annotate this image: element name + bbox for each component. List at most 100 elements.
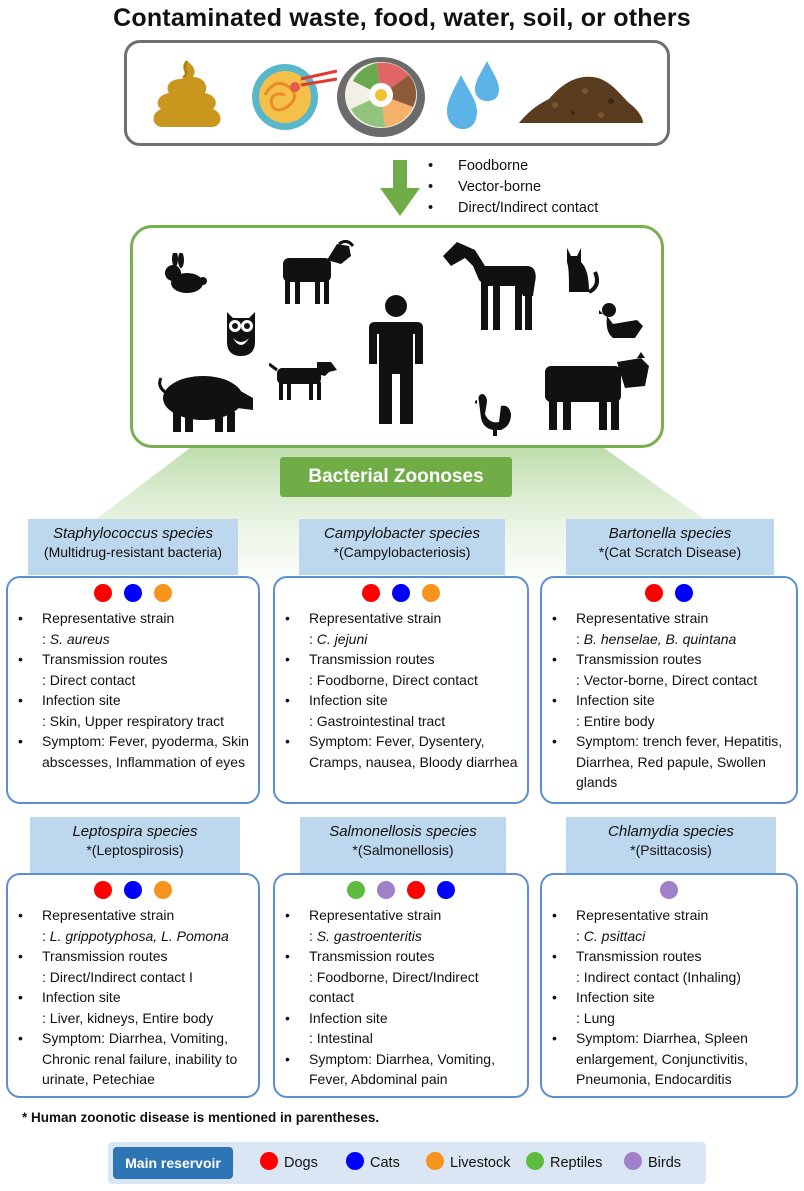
detail-label: Symptom: trench fever, Hepatitis, Diarrh… <box>576 733 783 790</box>
species-name: Staphylococcus species <box>52 525 214 542</box>
species-name: Salmonellosis species <box>329 823 477 840</box>
pathogen-card: Representative strain: L. grippotyphosa,… <box>6 873 260 1098</box>
detail-label: Symptom: Diarrhea, Spleen enlargement, C… <box>576 1030 748 1087</box>
detail-value: : Foodborne, Direct contact <box>309 671 478 688</box>
legend-label: Livestock <box>450 1155 511 1171</box>
reservoir-dots <box>275 881 527 901</box>
detail-value: : Skin, Upper respiratory tract <box>42 712 225 729</box>
reservoir-dots <box>275 584 527 604</box>
pig-icon <box>158 376 253 432</box>
cats-dot-icon <box>392 584 410 602</box>
reservoir-dots <box>542 584 796 604</box>
birds-dot-icon <box>624 1152 642 1171</box>
pathogen-card: Representative strain: C. psittaciTransm… <box>540 873 798 1098</box>
disease-subtitle: *(Psittacosis) <box>630 842 712 858</box>
detail-label: Transmission routes <box>576 948 702 964</box>
livestock-dot-icon <box>154 584 172 602</box>
noodle-bowl-icon <box>252 64 338 130</box>
detail-value: : Intestinal <box>309 1030 373 1046</box>
reptiles-dot-icon <box>526 1152 544 1171</box>
card-details: Representative strain: S. aureusTransmis… <box>14 608 254 772</box>
legend-label: Dogs <box>284 1155 318 1171</box>
strain-name: B. henselae, B. quintana <box>583 630 737 647</box>
detail-label: Transmission routes <box>309 651 435 667</box>
detail-label: Infection site <box>42 692 121 708</box>
bacterial-zoonoses-label: Bacterial Zoonoses <box>280 457 512 497</box>
detail-label: Transmission routes <box>42 948 168 964</box>
detail-label: Transmission routes <box>576 651 702 667</box>
reptiles-dot-icon <box>347 881 365 899</box>
detail-prefix: : <box>576 630 584 647</box>
human-icon <box>369 295 423 424</box>
footnote: * Human zoonotic disease is mentioned in… <box>22 1110 380 1125</box>
down-arrow-icon <box>380 160 420 216</box>
detail-item: Transmission routes: Direct/Indirect con… <box>14 946 254 987</box>
detail-label: Transmission routes <box>42 651 168 667</box>
detail-value: : C. jejuni <box>309 629 523 650</box>
card-details: Representative strain: L. grippotyphosa,… <box>14 905 254 1090</box>
host-animals-box <box>130 225 664 448</box>
contamination-sources-box <box>124 40 670 146</box>
legend-title: Main reservoir <box>113 1147 233 1179</box>
detail-item: Transmission routes: Indirect contact (I… <box>548 946 792 987</box>
detail-label: Symptom: Fever, pyoderma, Skin abscesses… <box>42 733 249 770</box>
dogs-dot-icon <box>260 1152 278 1171</box>
detail-item: Symptom: Fever, Dysentery, Cramps, nause… <box>281 731 523 772</box>
legend-item-dogs: Dogs <box>260 1152 318 1174</box>
detail-label: Symptom: Diarrhea, Vomiting, Fever, Abdo… <box>309 1050 495 1088</box>
detail-label: Representative strain <box>42 907 175 923</box>
card-details: Representative strain: B. henselae, B. q… <box>548 608 792 793</box>
card-details: Representative strain: C. jejuniTransmis… <box>281 608 523 772</box>
dogs-dot-icon <box>94 584 112 602</box>
cats-dot-icon <box>437 881 455 899</box>
rabbit-icon <box>165 253 207 293</box>
dogs-dot-icon <box>94 881 112 899</box>
route-item: Foodborne <box>428 156 598 177</box>
soil-pile-icon <box>519 76 643 123</box>
detail-prefix: : <box>309 927 317 944</box>
detail-item: Representative strain: S. aureus <box>14 608 254 649</box>
legend-label: Reptiles <box>550 1155 603 1171</box>
transmission-routes-list: Foodborne Vector-borne Direct/Indirect c… <box>428 156 598 219</box>
pathogen-card: Representative strain: C. jejuniTransmis… <box>273 576 529 804</box>
duck-icon <box>599 303 643 338</box>
detail-label: Representative strain <box>309 907 442 923</box>
card-header: Campylobacter species*(Campylobacteriosi… <box>299 519 505 575</box>
strain-name: S. aureus <box>49 630 110 647</box>
legend-item-reptiles: Reptiles <box>526 1152 602 1174</box>
detail-item: Symptom: Diarrhea, Vomiting, Chronic ren… <box>14 1028 254 1090</box>
detail-item: Transmission routes: Vector-borne, Direc… <box>548 649 792 690</box>
disease-subtitle: *(Leptospirosis) <box>86 842 184 858</box>
detail-item: Infection site: Entire body <box>548 690 792 731</box>
livestock-dot-icon <box>154 881 172 899</box>
detail-label: Infection site <box>42 989 121 1005</box>
detail-label: Infection site <box>309 692 388 708</box>
detail-value: : S. gastroenteritis <box>309 926 523 947</box>
livestock-dot-icon <box>426 1152 444 1171</box>
detail-prefix: : <box>42 630 50 647</box>
bibimbap-icon <box>337 57 425 137</box>
detail-item: Infection site: Lung <box>548 987 792 1028</box>
detail-label: Symptom: Diarrhea, Vomiting, Chronic ren… <box>42 1030 238 1087</box>
detail-item: Symptom: trench fever, Hepatitis, Diarrh… <box>548 731 792 793</box>
detail-prefix: : <box>42 927 50 944</box>
page-title: Contaminated waste, food, water, soil, o… <box>113 4 691 32</box>
card-header: Chlamydia species*(Psittacosis) <box>566 817 776 873</box>
detail-value: : Liver, kidneys, Entire body <box>42 1009 214 1026</box>
pathogen-card: Representative strain: B. henselae, B. q… <box>540 576 798 804</box>
cow-icon <box>545 352 649 430</box>
card-header: Leptospira species*(Leptospirosis) <box>30 817 240 873</box>
detail-label: Transmission routes <box>309 948 435 964</box>
goat-icon <box>283 240 355 304</box>
detail-value: : B. henselae, B. quintana <box>576 629 792 650</box>
disease-subtitle: *(Salmonellosis) <box>352 842 454 858</box>
detail-prefix: : <box>309 630 317 647</box>
detail-item: Symptom: Diarrhea, Vomiting, Fever, Abdo… <box>281 1049 523 1090</box>
rooster-icon <box>475 394 511 436</box>
cats-dot-icon <box>346 1152 364 1171</box>
owl-icon <box>227 312 255 356</box>
reservoir-dots <box>8 584 258 604</box>
disease-subtitle: *(Cat Scratch Disease) <box>598 544 742 560</box>
route-item: Vector-borne <box>428 177 598 198</box>
birds-dot-icon <box>377 881 395 899</box>
